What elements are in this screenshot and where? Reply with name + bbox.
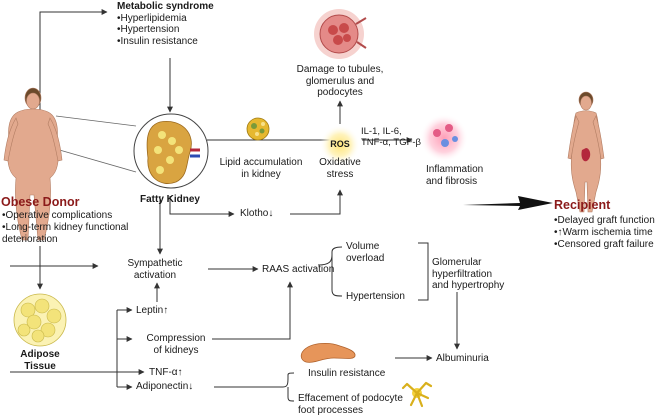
donor-item-longterm: •Long-term kidney functional: [2, 222, 129, 233]
recipient-item-delayed: •Delayed graft function: [554, 215, 655, 226]
raas-activation-label: RAAS activation: [262, 264, 335, 275]
recipient-item-ischemia: •↑Warm ischemia time: [554, 227, 653, 238]
glomerular-bracket: [418, 242, 429, 301]
pancreas-icon: [300, 342, 356, 363]
tnf-alpha-label: TNF-α↑: [149, 367, 183, 378]
zoom-line-top: [55, 115, 137, 127]
donor-item-operative: •Operative complications: [2, 210, 113, 221]
obese-donor-figure: [3, 87, 63, 241]
ros-label: ROS: [330, 139, 350, 149]
ros-glow: [320, 125, 360, 165]
metabolic-item-hypertension: •Hypertension: [117, 24, 180, 35]
adipose-tissue-icon: [13, 293, 67, 347]
metabolic-item-insulin: •Insulin resistance: [117, 36, 198, 47]
compression-label: Compression of kidneys: [146, 333, 206, 356]
obese-donor-title: Obese Donor: [1, 195, 80, 209]
recipient-title: Recipient: [554, 198, 611, 212]
arrow-klotho-to-oxidative: [290, 189, 343, 215]
adiponectin-branch: [214, 372, 295, 402]
recipient-figure: [567, 91, 605, 213]
arrow-kidney-to-klotho: [169, 196, 235, 217]
recipient-item-censored: •Censored graft failure: [554, 239, 654, 250]
effacement-label: Effacement of podocyte foot processes: [298, 393, 403, 416]
donor-item-deterioration: deterioration: [2, 234, 58, 245]
albuminuria-label: Albuminuria: [436, 353, 489, 364]
arrow-donor-to-metabolic: [39, 9, 108, 112]
metabolic-syndrome-title: Metabolic syndrome: [117, 1, 214, 12]
hypertension-label: Hypertension: [346, 291, 405, 302]
leptin-label: Leptin↑: [136, 305, 169, 316]
fatty-kidney-image: [133, 113, 209, 189]
metabolic-item-hyperlipidemia: •Hyperlipidemia: [117, 13, 187, 24]
adiponectin-label: Adiponectin↓: [136, 381, 194, 392]
sympathetic-activation-label: Sympathetic activation: [127, 258, 183, 281]
glomerular-label: Glomerular hyperfiltration and hypertrop…: [432, 257, 505, 291]
volume-overload-label: Volume overload: [346, 241, 385, 264]
insulin-resistance-label: Insulin resistance: [308, 368, 386, 379]
arrow-to-recipient: [463, 196, 553, 210]
cytokines-label: IL-1, IL-6, TNF-α, TGF-β: [361, 126, 422, 148]
zoom-line-bottom: [55, 148, 137, 173]
lipid-droplet-icon: [246, 117, 270, 141]
damage-label: Damage to tubules, glomerulus and podocy…: [296, 64, 384, 98]
inflammation-label: Inflammation and fibrosis: [426, 164, 484, 187]
lipid-accumulation-label: Lipid accumulation in kidney: [219, 157, 303, 180]
arrow-compression-to-raas: [212, 281, 293, 340]
adipose-tissue-label: Adipose Tissue: [20, 349, 60, 372]
fatty-kidney-label: Fatty Kidney: [139, 194, 200, 205]
connector-arrows: [10, 9, 460, 402]
oxidative-stress-label: Oxidative stress: [319, 157, 361, 180]
raas-branch: [317, 246, 343, 297]
podocyte-icon: [401, 381, 433, 408]
damaged-glomerulus-icon: [314, 9, 367, 59]
klotho-label: Klotho↓: [240, 208, 274, 219]
inflammation-icon: [420, 114, 468, 162]
